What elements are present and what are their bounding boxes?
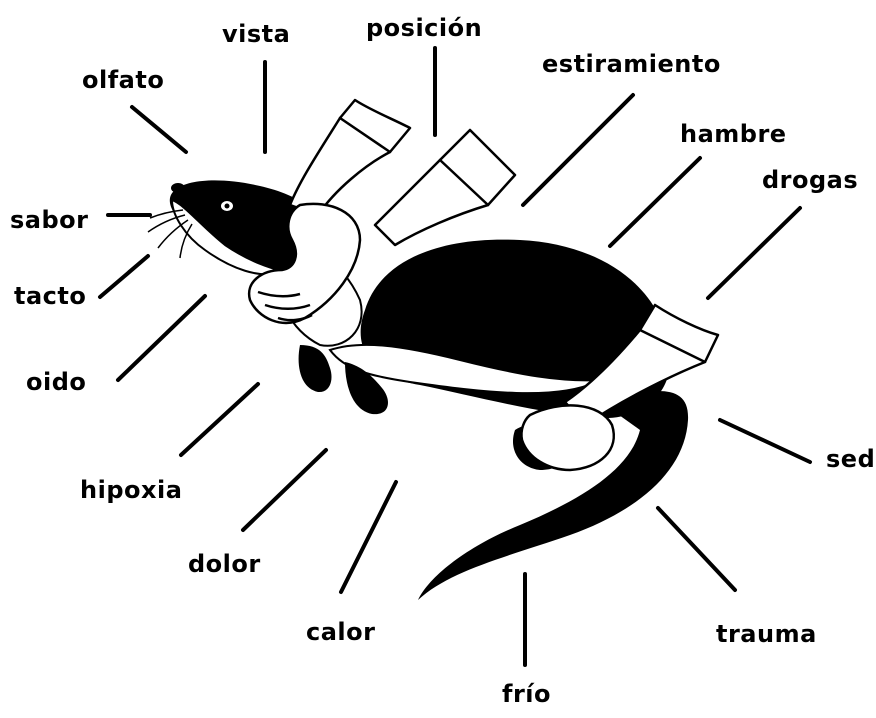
label-vista: vista (222, 20, 290, 48)
pointer-calor (341, 482, 396, 592)
label-tacto: tacto (14, 282, 86, 310)
pointer-dolor (243, 450, 326, 530)
pointer-drogas (708, 208, 800, 298)
label-frio: frío (502, 680, 551, 708)
label-estiramiento: estiramiento (542, 50, 721, 78)
label-drogas: drogas (762, 166, 858, 194)
pointer-trauma (658, 508, 735, 590)
label-olfato: olfato (82, 66, 164, 94)
pointer-sed (720, 420, 810, 462)
pointer-oido (118, 296, 205, 380)
pointer-hipoxia (181, 384, 258, 455)
pointer-hambre (610, 158, 700, 246)
label-sabor: sabor (10, 206, 88, 234)
label-sed: sed (826, 445, 875, 473)
label-hambre: hambre (680, 120, 787, 148)
label-hipoxia: hipoxia (80, 476, 182, 504)
pointer-tacto (100, 256, 148, 297)
label-oido: oido (26, 368, 86, 396)
label-posicion: posición (366, 14, 482, 42)
label-dolor: dolor (188, 550, 261, 578)
pointer-estiramiento (523, 95, 633, 205)
pointer-olfato (132, 107, 186, 152)
label-calor: calor (306, 618, 375, 646)
label-trauma: trauma (716, 620, 817, 648)
